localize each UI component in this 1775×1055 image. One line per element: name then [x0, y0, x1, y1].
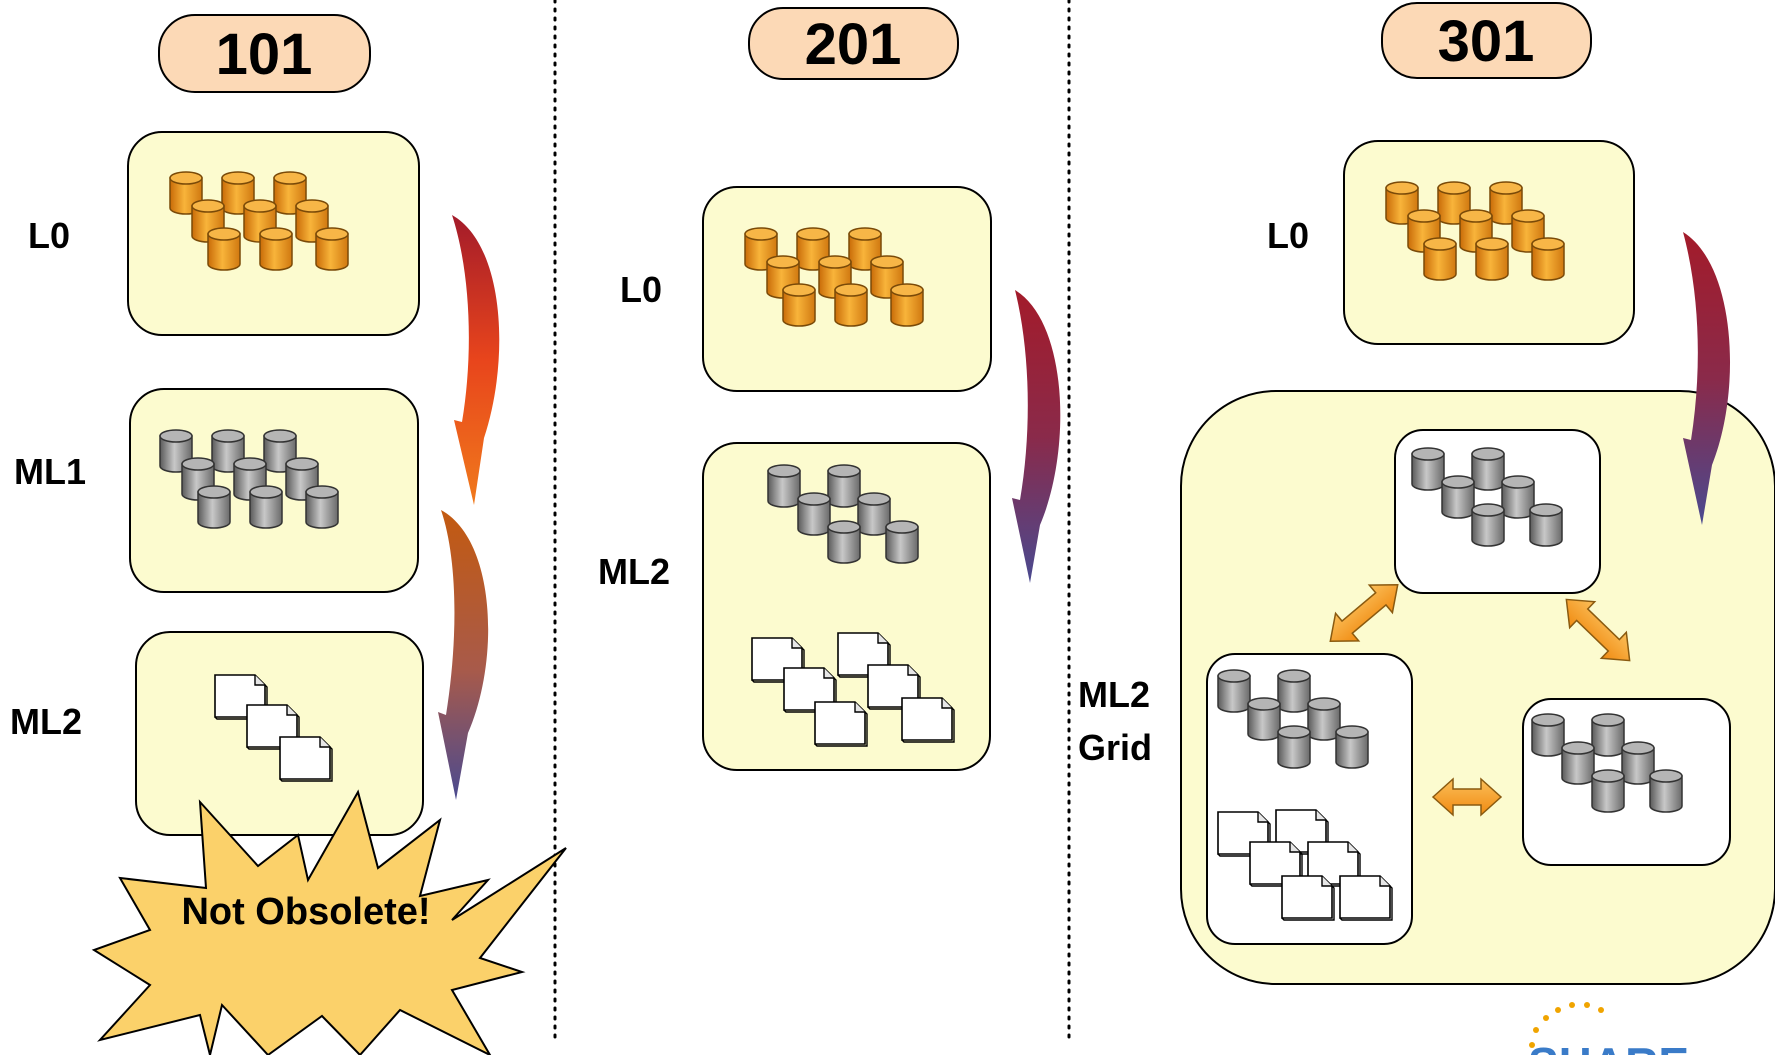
title-pill-101: 101 [158, 14, 371, 93]
logo-text: SHARE [1528, 1038, 1689, 1055]
double-arrow-icon [1431, 777, 1503, 817]
double-arrow-icon [1329, 583, 1399, 643]
title-pill-201: 201 [748, 7, 959, 80]
level-label-ml2: ML2 [10, 701, 82, 742]
column-201: 201 L0 ML2 [598, 7, 1061, 771]
level-label-ml1: ML1 [14, 451, 86, 492]
level-label-ml2: ML2 [598, 551, 670, 592]
title-101: 101 [216, 22, 313, 87]
column-101: 101 L0 ML1 ML2 Not Obsolete! [10, 14, 567, 1055]
curved-arrow-icon [1012, 290, 1061, 583]
starburst-icon: Not Obsolete! [91, 789, 567, 1055]
share-logo: SHARE [1528, 1002, 1689, 1055]
curved-arrow-icon [438, 510, 489, 800]
level-label-l0: L0 [620, 269, 662, 310]
level-label-l0: L0 [1267, 215, 1309, 256]
starburst-text: Not Obsolete! [181, 891, 430, 933]
level-label-l0: L0 [28, 215, 70, 256]
curved-arrow-icon [1683, 232, 1731, 525]
level-label-grid: Grid [1078, 727, 1152, 768]
title-201: 201 [805, 12, 902, 77]
double-arrow-icon [1565, 598, 1631, 662]
title-pill-301: 301 [1381, 2, 1592, 79]
level-label-ml2: ML2 [1078, 674, 1150, 715]
column-301: 301 L0 ML2 Grid [1078, 2, 1775, 985]
title-301: 301 [1438, 9, 1535, 74]
curved-arrow-icon [452, 215, 500, 505]
logo-dots-icon [1529, 1002, 1604, 1048]
